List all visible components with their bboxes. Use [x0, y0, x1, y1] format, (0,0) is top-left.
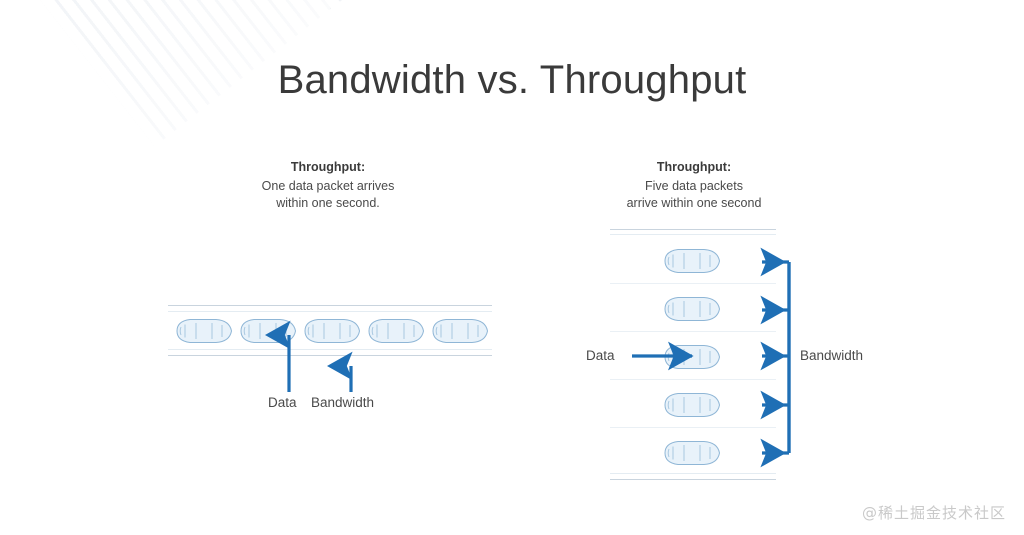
- page-title: Bandwidth vs. Throughput: [277, 58, 747, 102]
- right-lane-divider-2: [610, 331, 776, 332]
- left-car-3: [300, 316, 362, 346]
- left-car-1: [172, 316, 234, 346]
- right-road-bottom-line-inner: [610, 473, 776, 474]
- left-bandwidth-label: Bandwidth: [311, 395, 375, 410]
- left-caption: Throughput: One data packet arrives with…: [232, 159, 424, 213]
- right-lane-divider-4: [610, 427, 776, 428]
- right-car-2: [660, 294, 722, 324]
- left-road-bottom-line-outer: [168, 355, 492, 356]
- right-caption: Throughput: Five data packets arrive wit…: [598, 159, 790, 213]
- right-car-1: [660, 246, 722, 276]
- left-caption-heading: Throughput:: [290, 160, 366, 174]
- right-lane-divider-3: [610, 379, 776, 380]
- right-data-label: Data: [586, 348, 615, 363]
- left-road-top-line-inner: [168, 311, 492, 312]
- right-caption-line1: Five data packets: [645, 178, 743, 193]
- right-lane-divider-1: [610, 283, 776, 284]
- left-road-top-line-outer: [168, 305, 492, 306]
- right-caption-heading: Throughput:: [656, 160, 732, 174]
- right-bandwidth-label: Bandwidth: [800, 348, 864, 363]
- right-caption-line2: arrive within one second: [626, 196, 762, 210]
- right-road-bottom-line-outer: [610, 479, 776, 480]
- right-car-5: [660, 438, 722, 468]
- watermark: @稀土掘金技术社区: [861, 504, 1006, 522]
- left-car-5: [428, 316, 490, 346]
- left-caption-line1: One data packet arrives: [261, 178, 395, 193]
- right-road-top-line-outer: [610, 229, 776, 230]
- left-car-4: [364, 316, 426, 346]
- left-car-2: [236, 316, 298, 346]
- left-caption-line2: within one second.: [276, 196, 380, 210]
- left-road-bottom-line-inner: [168, 349, 492, 350]
- left-data-label: Data: [268, 395, 297, 410]
- right-road-top-line-inner: [610, 234, 776, 235]
- right-car-3: [660, 342, 722, 372]
- right-car-4: [660, 390, 722, 420]
